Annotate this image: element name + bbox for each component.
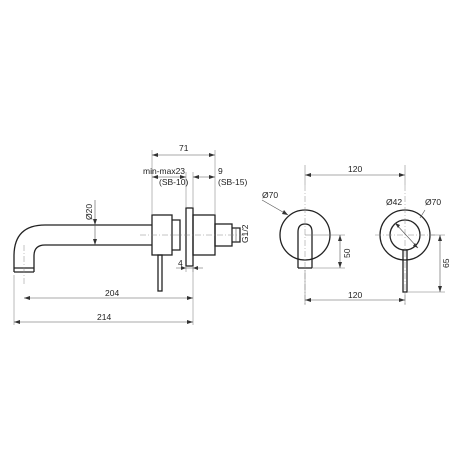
dim-9: 9 — [218, 166, 223, 176]
dim-sb10: (SB-10) — [159, 177, 188, 187]
leader-dia42 — [394, 222, 419, 249]
dim-204: 204 — [105, 288, 119, 298]
dim-minmax23: min-max23 — [143, 166, 185, 176]
dim-dia20: Ø20 — [84, 204, 94, 220]
dim-sb15: (SB-15) — [218, 177, 247, 187]
arrows-9 — [193, 175, 215, 179]
leader-dia70-right — [419, 209, 426, 219]
dim-dia42: Ø42 — [386, 197, 402, 207]
handle-collar — [172, 219, 181, 251]
front-view-mixer: Ø42 Ø70 — [375, 185, 441, 305]
dim-120-top: 120 — [348, 164, 362, 174]
dim-71: 71 — [179, 143, 189, 153]
arrow-dia70-left — [282, 210, 288, 215]
dim-dia70-left: Ø70 — [262, 190, 278, 200]
dim-g12: G1/2 — [240, 224, 250, 243]
arrows-dia42 — [395, 223, 418, 248]
dim-214: 214 — [97, 312, 111, 322]
spout-outline-top — [13, 224, 152, 272]
wall-plate — [185, 207, 194, 267]
side-dimensions: 71 min-max23 (SB-10) 9 (SB-15) Ø20 G1/2 … — [13, 143, 250, 325]
dim-65: 65 — [441, 258, 451, 268]
arrows-dia20 — [93, 219, 97, 245]
front-view-spout: Ø70 — [261, 185, 331, 305]
side-view — [13, 207, 250, 292]
front-dimensions: 120 50 65 120 — [304, 164, 451, 305]
dim-4: 4 — [178, 258, 183, 268]
arrows-4 — [181, 266, 198, 270]
arrows-65 — [438, 235, 442, 292]
dim-50: 50 — [342, 248, 352, 258]
dim-120-bottom: 120 — [348, 290, 362, 300]
dim-dia70-right: Ø70 — [425, 197, 441, 207]
spout-outline-bottom — [33, 244, 152, 272]
lever — [157, 254, 163, 292]
